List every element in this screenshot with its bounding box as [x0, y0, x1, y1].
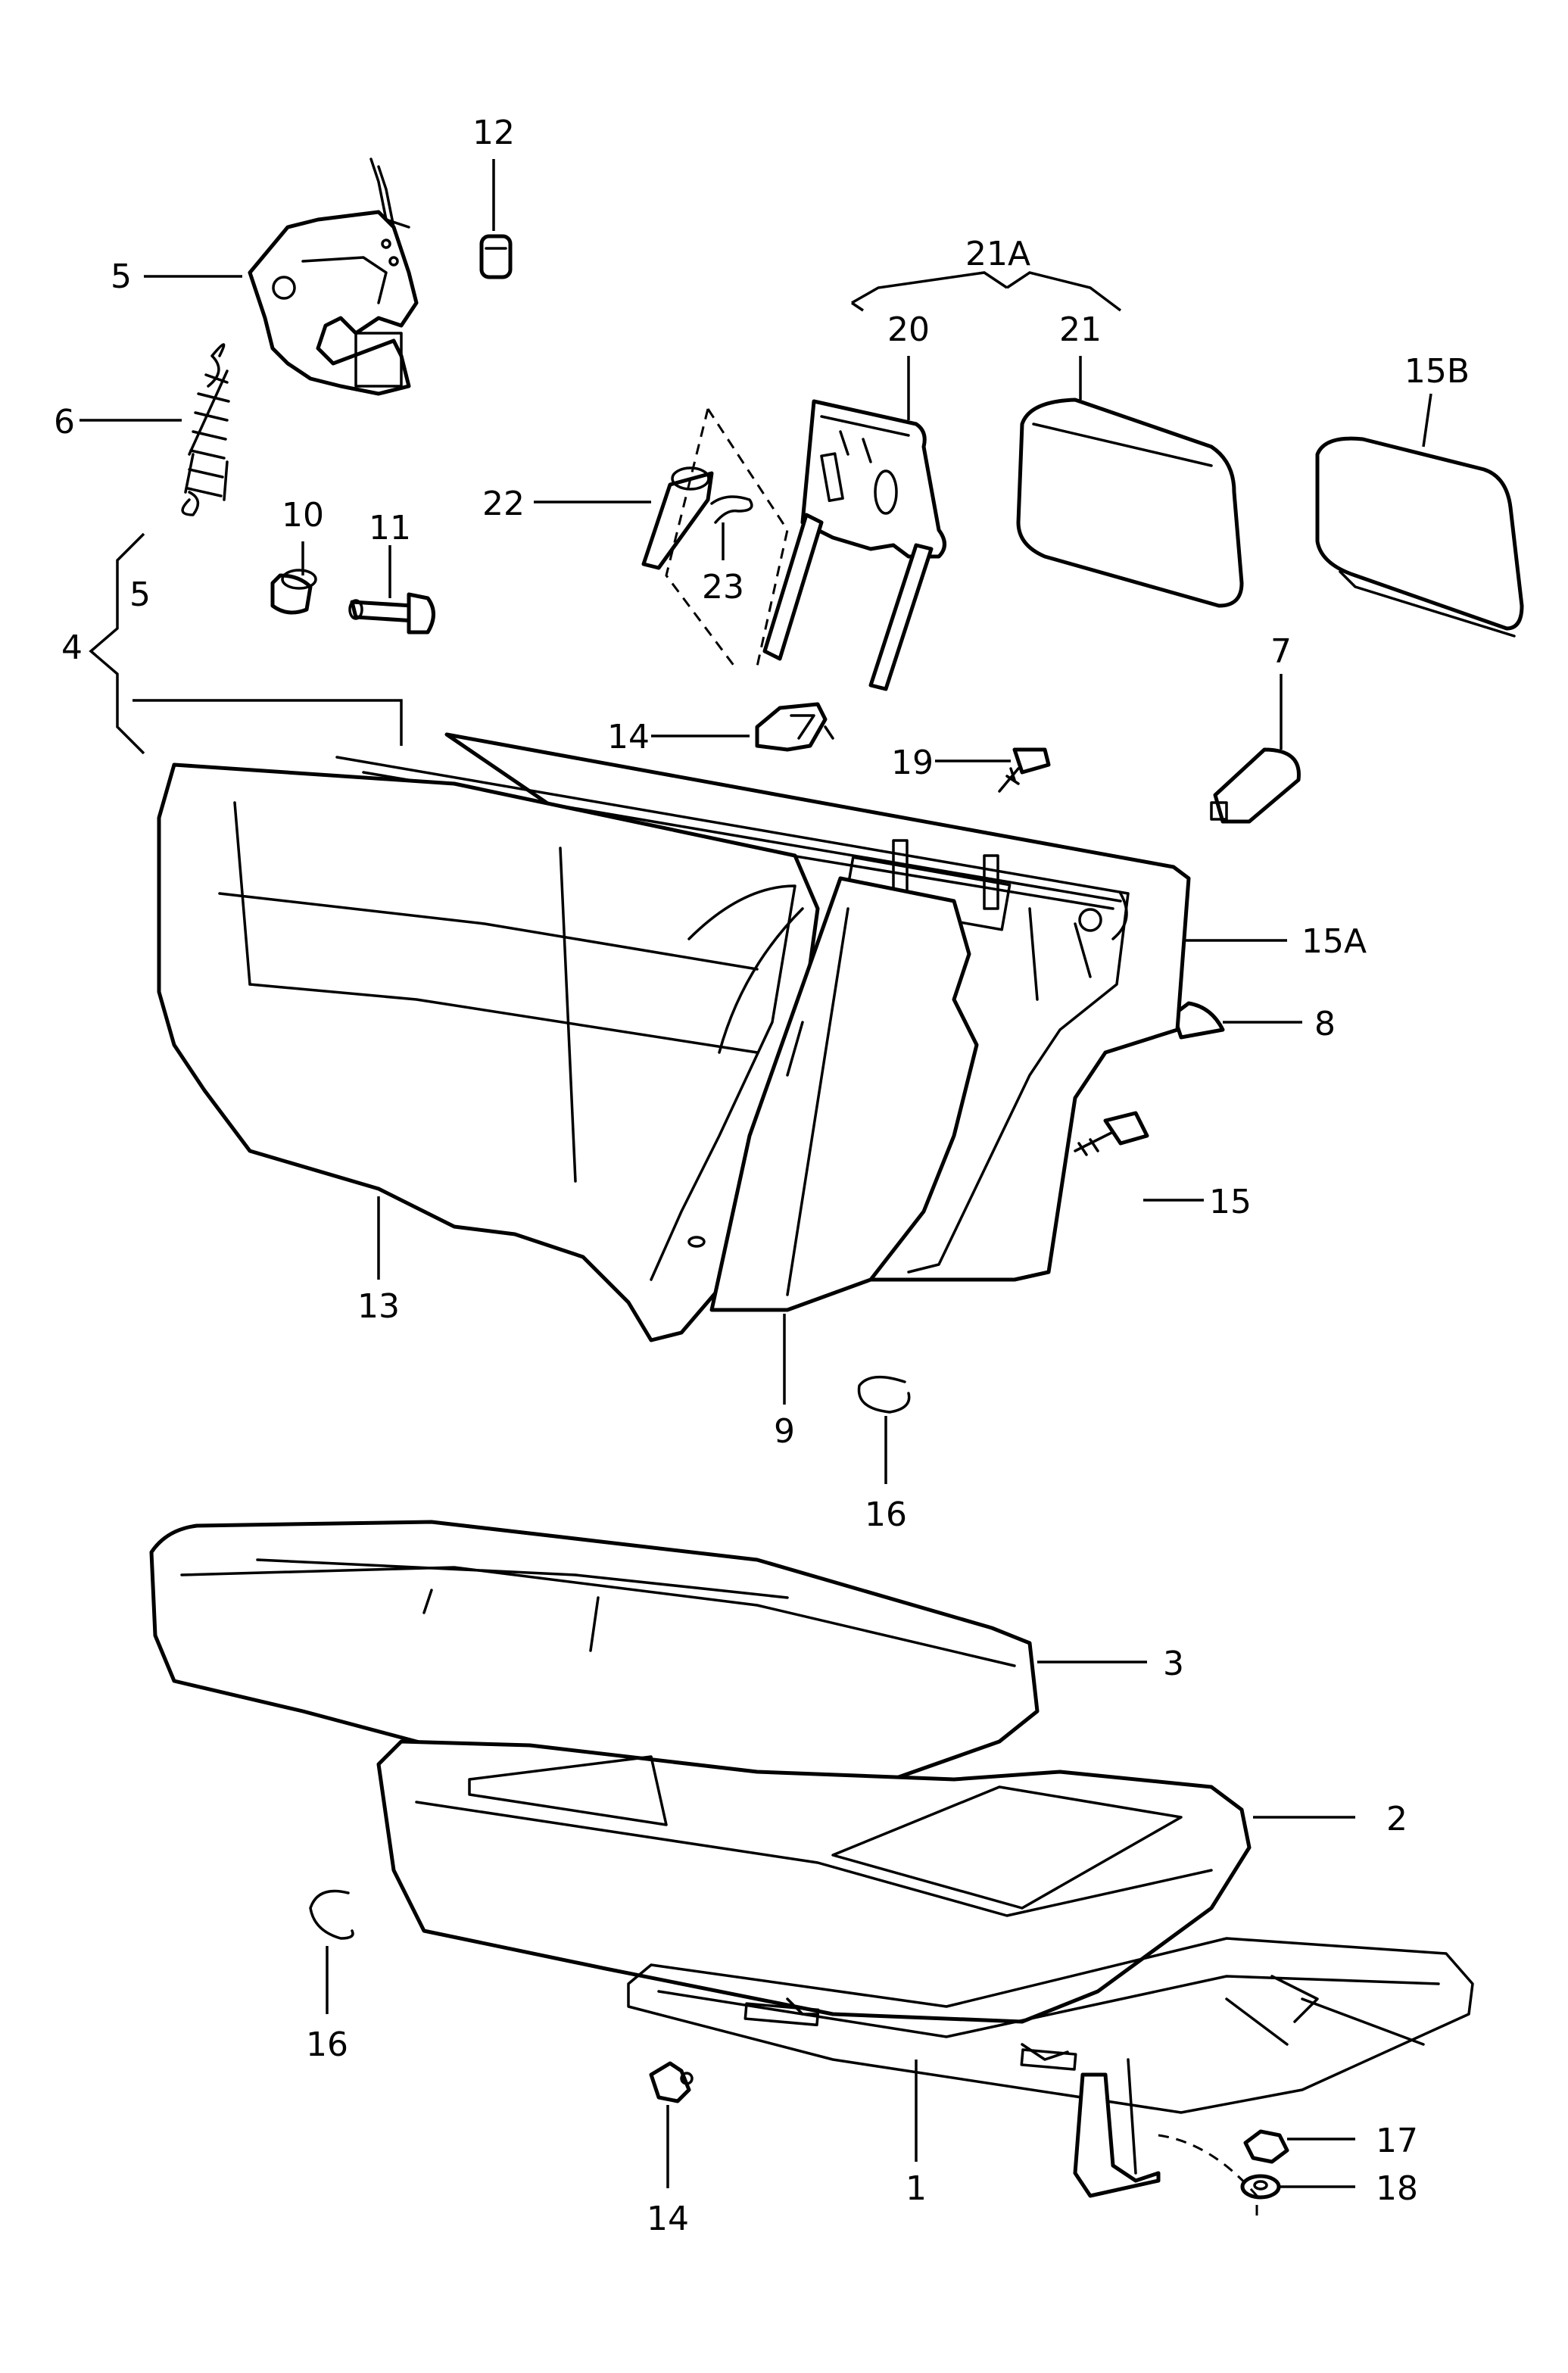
callout-21: 21	[1059, 310, 1102, 349]
callout-6: 6	[54, 403, 75, 441]
callout-4: 4	[61, 628, 83, 667]
part-14-clip-upper	[755, 702, 834, 752]
callout-20: 20	[887, 310, 930, 349]
callout-17: 17	[1376, 2122, 1418, 2160]
callout-23: 23	[702, 568, 744, 607]
callout-14-lower: 14	[647, 2200, 689, 2238]
part-2-seat-pad	[376, 1739, 1252, 2024]
part-11-pin	[348, 592, 435, 635]
part-6-spring	[181, 343, 230, 516]
part-1-seat-frame	[627, 1937, 1474, 2198]
callout-22: 22	[482, 485, 525, 523]
callout-5-hinge: 5	[111, 257, 132, 296]
callout-3: 3	[1163, 1645, 1184, 1683]
callout-8: 8	[1314, 1005, 1336, 1043]
part-20-headrest-frame	[762, 399, 946, 691]
callout-18: 18	[1376, 2169, 1418, 2208]
part-10-bushing	[270, 569, 317, 615]
callout-10: 10	[282, 496, 324, 535]
callout-19: 19	[891, 744, 934, 782]
callout-14-upper: 14	[607, 718, 650, 756]
callout-13: 13	[357, 1287, 400, 1326]
leader-lines	[79, 159, 1432, 2188]
part-8-cap	[1171, 1001, 1225, 1040]
callout-11: 11	[369, 509, 411, 547]
callout-16-upper: 16	[865, 1495, 907, 1534]
callout-7: 7	[1270, 632, 1292, 671]
fastener-dashed-line	[1158, 2134, 1258, 2219]
part-23-clip	[710, 495, 753, 524]
part-15-bolt	[1074, 1111, 1149, 1156]
part-16-circlip-upper	[857, 1375, 911, 1414]
callout-15A: 15A	[1301, 922, 1367, 961]
callout-1: 1	[906, 2169, 927, 2208]
callout-9: 9	[774, 1412, 795, 1451]
part-13-backrest-cushion	[157, 762, 820, 1342]
part-16-circlip-lower	[309, 1889, 354, 1940]
part-12-cap	[479, 234, 513, 279]
part-22-guide-sleeve	[641, 466, 714, 570]
part-15B-headrest	[1315, 436, 1524, 638]
callout-12: 12	[472, 114, 515, 152]
part-17-nut	[1243, 2129, 1289, 2164]
callout-5-backrest: 5	[129, 575, 151, 614]
part-7-knob	[1210, 747, 1301, 824]
callout-15B: 15B	[1404, 352, 1470, 391]
callout-21A: 21A	[965, 235, 1030, 273]
part-14-clip-lower	[649, 2061, 694, 2103]
callout-2: 2	[1386, 1800, 1407, 1838]
part-21-headrest	[1016, 398, 1244, 608]
part-5-hinge-bracket	[248, 157, 419, 396]
part-19-screw	[998, 747, 1051, 793]
alignment-dashed-lines	[665, 408, 789, 667]
callout-16-lower: 16	[306, 2025, 348, 2064]
part-3-seat-cushion	[149, 1520, 1040, 1804]
part-18-washer	[1240, 2174, 1281, 2200]
callout-labels: 12 5 6 21A 20 21 15B 22 10 11 23 5 4 7 1…	[54, 114, 1470, 2238]
callout-15: 15	[1209, 1183, 1252, 1221]
part-9-backrest-cover	[709, 876, 979, 1312]
